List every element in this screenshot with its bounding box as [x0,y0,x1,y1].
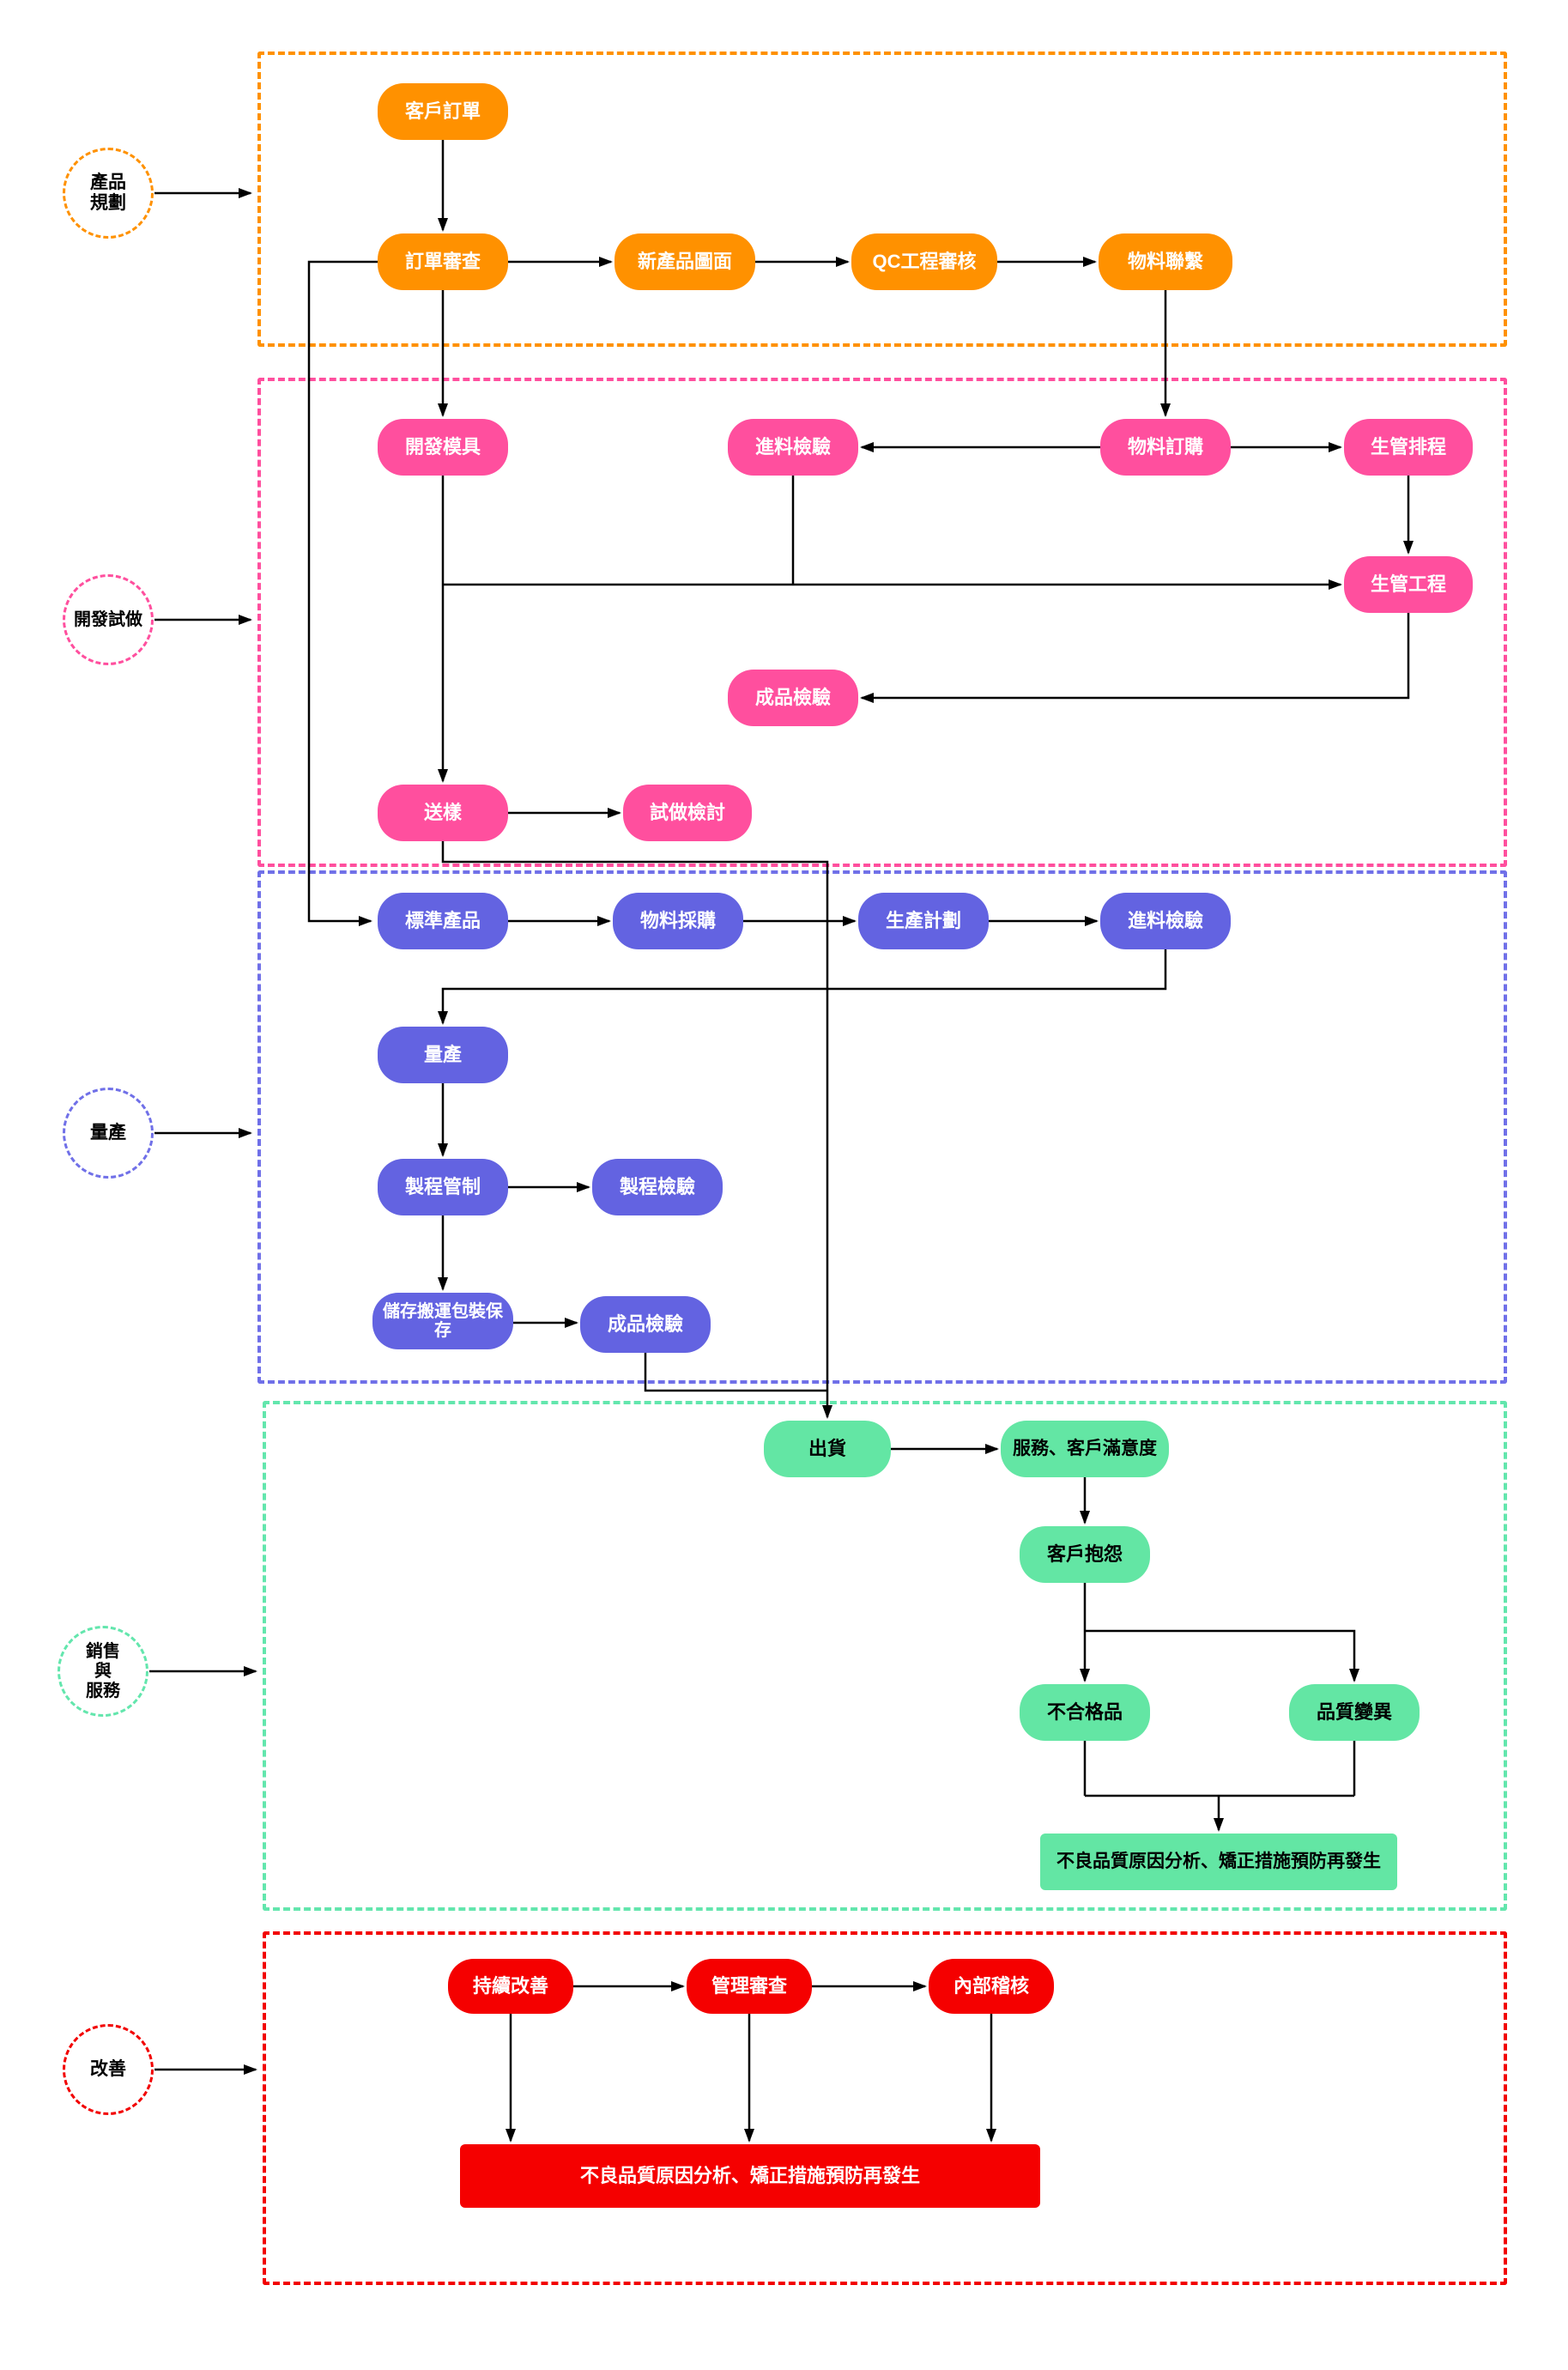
section-sales-service [263,1401,1507,1911]
node-finished-inspection-dev[interactable]: 成品檢驗 [728,670,858,726]
phase-circle-sales-service[interactable]: 銷售 與 服務 [58,1626,148,1717]
node-incoming-inspection-mp[interactable]: 進料檢驗 [1100,893,1231,949]
node-process-inspection[interactable]: 製程檢驗 [592,1159,723,1215]
phase-circle-product-planning[interactable]: 產品 規劃 [63,148,154,239]
node-customer-complaint[interactable]: 客戶抱怨 [1020,1526,1150,1583]
node-order-review[interactable]: 訂單審查 [378,233,508,290]
node-production-plan[interactable]: 生產計劃 [858,893,989,949]
section-product-planning [257,52,1507,347]
node-material-contact[interactable]: 物料聯繫 [1099,233,1232,290]
section-improvement [263,1931,1507,2285]
node-continuous-improvement[interactable]: 持續改善 [448,1959,573,2014]
node-trial-review[interactable]: 試做檢討 [623,785,752,841]
node-storage-handling-packaging[interactable]: 儲存搬運包裝保存 [372,1293,513,1349]
phase-circle-development-trial[interactable]: 開發試做 [63,574,154,665]
node-nonconforming-product[interactable]: 不合格品 [1020,1684,1150,1741]
node-standard-product[interactable]: 標準產品 [378,893,508,949]
node-shipment[interactable]: 出貨 [764,1421,891,1477]
phase-circle-mass-production[interactable]: 量產 [63,1088,154,1179]
node-service-customer-satisfaction[interactable]: 服務、客戶滿意度 [1001,1421,1169,1477]
node-material-ordering[interactable]: 物料訂購 [1100,419,1231,476]
node-mass-production[interactable]: 量產 [378,1027,508,1083]
node-incoming-inspection-dev[interactable]: 進料檢驗 [728,419,858,476]
node-quality-analysis-sales[interactable]: 不良品質原因分析、矯正措施預防再發生 [1040,1834,1397,1890]
node-develop-mold[interactable]: 開發模具 [378,419,508,476]
node-finished-inspection-mp[interactable]: 成品檢驗 [580,1296,711,1353]
node-quality-variation[interactable]: 品質變異 [1289,1684,1420,1741]
node-customer-order[interactable]: 客戶訂單 [378,83,508,140]
section-development-trial [257,378,1507,867]
section-mass-production [257,870,1507,1384]
node-internal-audit[interactable]: 內部稽核 [929,1959,1054,2014]
node-new-product-drawing[interactable]: 新產品圖面 [614,233,755,290]
node-sample-submission[interactable]: 送樣 [378,785,508,841]
node-quality-analysis-improvement[interactable]: 不良品質原因分析、矯正措施預防再發生 [460,2144,1040,2208]
node-production-scheduling[interactable]: 生管排程 [1344,419,1473,476]
node-production-engineering[interactable]: 生管工程 [1344,556,1473,613]
node-qc-engineering-review[interactable]: QC工程審核 [851,233,997,290]
node-process-control[interactable]: 製程管制 [378,1159,508,1215]
phase-circle-improvement[interactable]: 改善 [63,2024,154,2115]
node-management-review[interactable]: 管理審查 [687,1959,812,2014]
node-material-purchasing[interactable]: 物料採購 [613,893,743,949]
